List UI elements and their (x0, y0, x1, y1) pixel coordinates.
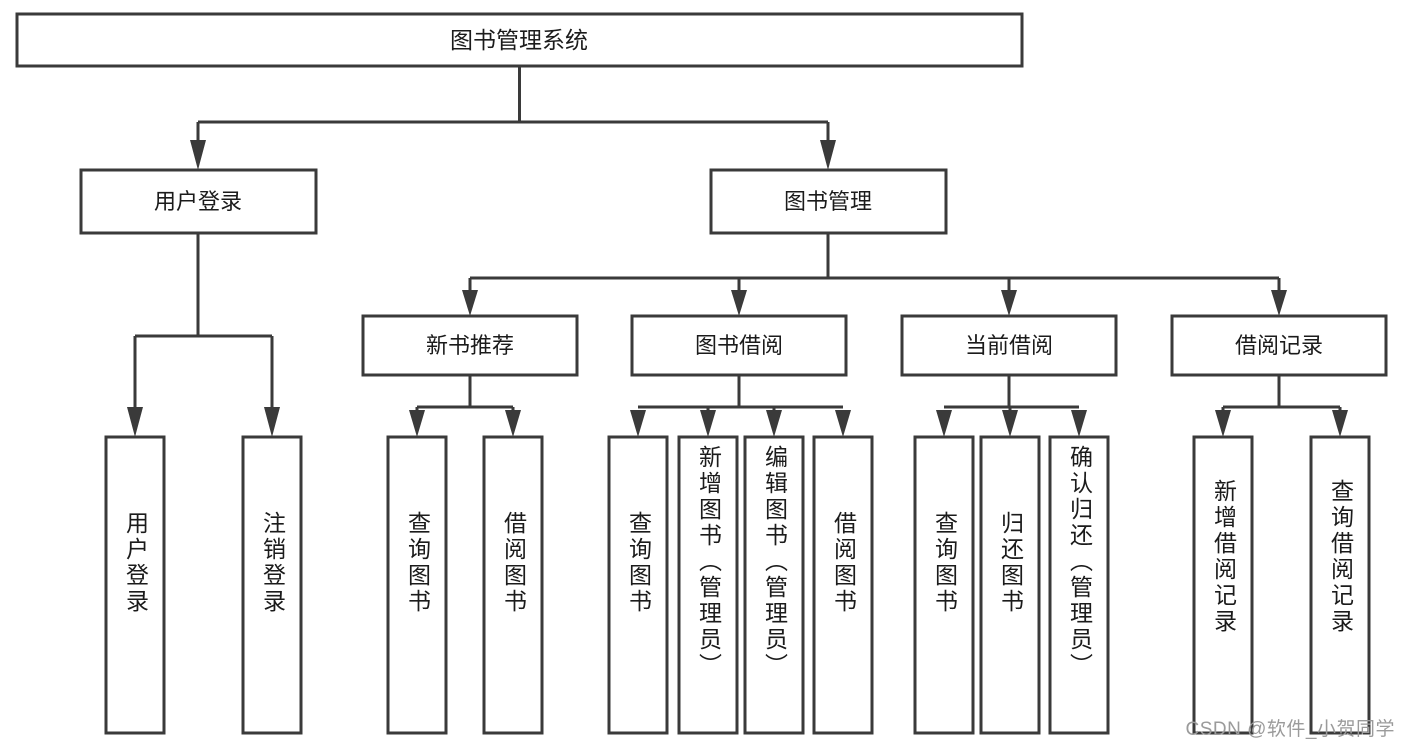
arrow-book-manage (820, 140, 836, 170)
arrow-leaf-query-book-borrow (630, 410, 646, 437)
arrow-leaf-query-book-rec (409, 410, 425, 437)
node-leaf-add-book-admin-box[interactable] (677, 435, 739, 735)
node-current-borrow-label: 当前借阅 (965, 333, 1053, 358)
node-current-borrow[interactable]: 当前借阅 (900, 314, 1118, 377)
node-book-manage-label: 图书管理 (784, 189, 872, 214)
node-leaf-edit-book-admin-box[interactable] (743, 435, 805, 735)
node-book-borrow-label: 图书借阅 (695, 333, 783, 358)
connector-layer (127, 66, 1348, 437)
arrow-leaf-user-logout (264, 407, 280, 437)
node-new-book-recommend-box[interactable] (361, 314, 579, 377)
arrow-leaf-add-borrow-record (1215, 410, 1231, 437)
node-leaf-query-book-rec-box[interactable] (386, 435, 448, 735)
node-new-book-recommend[interactable]: 新书推荐 (361, 314, 579, 377)
node-borrow-record-label: 借阅记录 (1235, 333, 1323, 358)
arrow-leaf-add-book-admin (700, 410, 716, 437)
node-borrow-record[interactable]: 借阅记录 (1170, 314, 1388, 377)
node-current-borrow-box[interactable] (900, 314, 1118, 377)
node-book-manage[interactable]: 图书管理 (709, 168, 948, 235)
node-new-book-recommend-label: 新书推荐 (426, 333, 514, 358)
arrow-leaf-borrow-book (835, 410, 851, 437)
watermark-text: CSDN @软件_小贺同学 (1185, 719, 1395, 740)
arrow-leaf-user-login (127, 407, 143, 437)
node-leaf-return-book-box[interactable] (979, 435, 1041, 735)
node-leaf-confirm-return-admin-box[interactable] (1048, 435, 1110, 735)
node-root-label: 图书管理系统 (450, 27, 588, 53)
node-leaf-user-login-box[interactable] (104, 435, 166, 735)
arrow-user-login (190, 140, 206, 170)
arrow-leaf-query-borrow-record (1332, 410, 1348, 437)
arrow-leaf-edit-book-admin (766, 410, 782, 437)
node-leaf-query-book-current-box[interactable] (913, 435, 975, 735)
arrow-current-borrow (1001, 290, 1017, 316)
node-layer: 图书管理系统 用户登录 图书管理 新书推荐 图书借阅 当前 (15, 12, 1388, 735)
node-book-borrow-box[interactable] (630, 314, 848, 377)
node-user-login-box[interactable] (79, 168, 318, 235)
node-leaf-user-logout-box[interactable] (241, 435, 303, 735)
node-root-box[interactable] (15, 12, 1024, 68)
arrow-leaf-confirm-return-admin (1071, 410, 1087, 437)
node-leaf-borrow-book-rec-box[interactable] (482, 435, 544, 735)
node-user-login-label: 用户登录 (154, 189, 242, 214)
node-book-borrow[interactable]: 图书借阅 (630, 314, 848, 377)
node-book-manage-box[interactable] (709, 168, 948, 235)
node-leaf-query-book-borrow-box[interactable] (607, 435, 669, 735)
node-root[interactable]: 图书管理系统 (15, 12, 1024, 68)
arrow-borrow-record (1271, 290, 1287, 316)
arrow-leaf-borrow-book-rec (505, 410, 521, 437)
arrow-leaf-return-book (1002, 410, 1018, 437)
arrow-book-borrow (731, 290, 747, 316)
node-borrow-record-box[interactable] (1170, 314, 1388, 377)
node-leaf-borrow-book-box[interactable] (812, 435, 874, 735)
arrow-leaf-query-book-current (936, 410, 952, 437)
arrow-new-book-recommend (462, 290, 478, 316)
node-leaf-add-borrow-record-box[interactable] (1192, 435, 1254, 735)
node-leaf-query-borrow-record-box[interactable] (1309, 435, 1371, 735)
node-user-login[interactable]: 用户登录 (79, 168, 318, 235)
